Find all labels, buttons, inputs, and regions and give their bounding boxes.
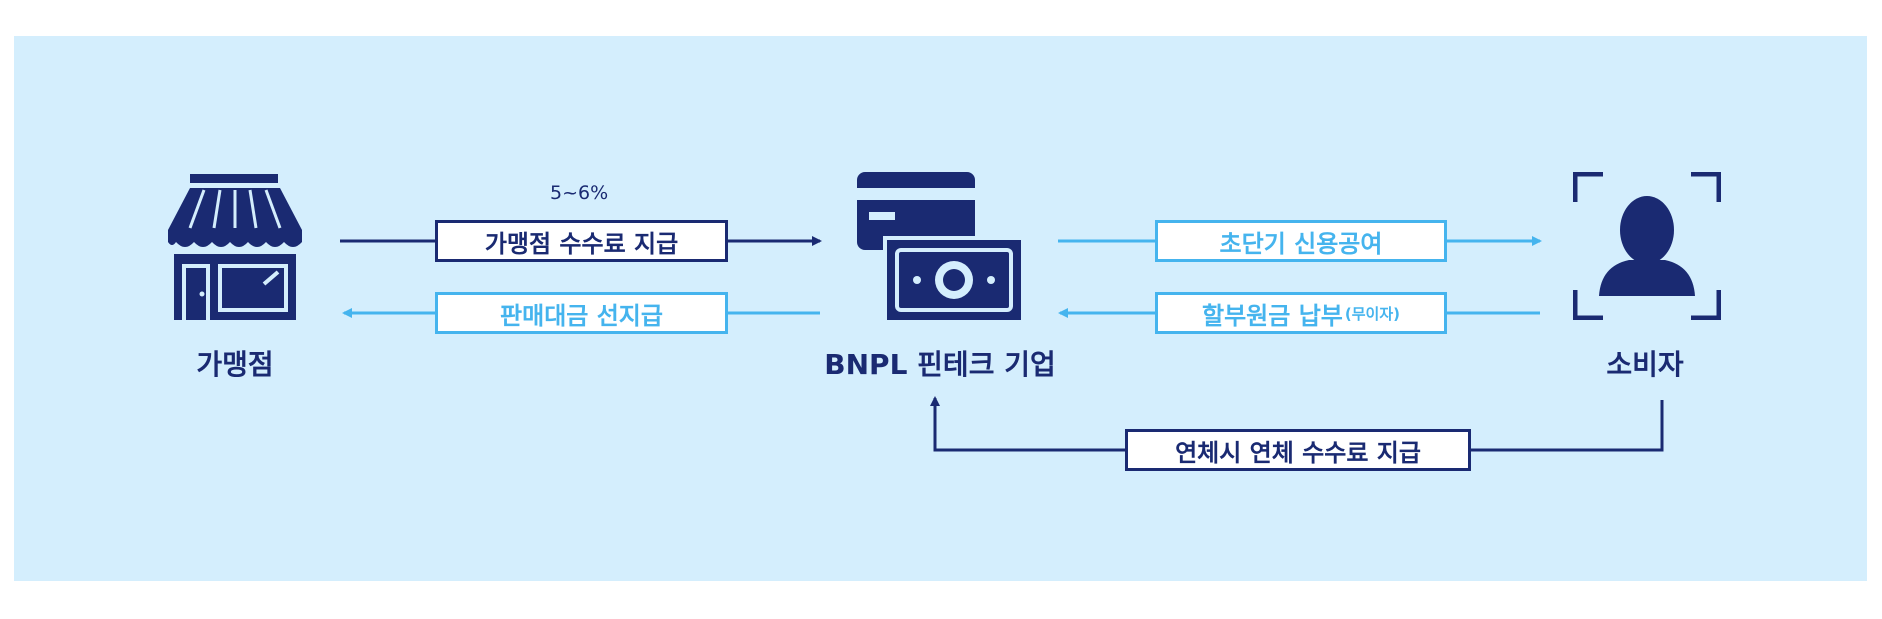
installment-box: 할부원금 납부(무이자): [1155, 292, 1447, 334]
advance-payment-label: 판매대금 선지급: [500, 301, 663, 330]
merchant-fee-label: 가맹점 수수료 지급: [484, 229, 679, 258]
consumer-label: 소비자: [1606, 348, 1684, 381]
merchant-fee-box: 가맹점 수수료 지급: [435, 220, 728, 262]
merchant-fee-rate: 5~6%: [550, 182, 609, 204]
installment-note: (무이자): [1344, 304, 1400, 323]
bnpl-company-label: BNPL 핀테크 기업: [824, 348, 1056, 381]
late-fee-box: 연체시 연체 수수료 지급: [1125, 429, 1471, 471]
short-term-credit-box: 초단기 신용공여: [1155, 220, 1447, 262]
card-and-cash-icon: [857, 172, 1023, 322]
merchant-label: 가맹점: [196, 348, 274, 381]
short-term-credit-label: 초단기 신용공여: [1219, 229, 1383, 258]
late-fee-label: 연체시 연체 수수료 지급: [1175, 438, 1421, 467]
advance-payment-box: 판매대금 선지급: [435, 292, 728, 334]
person-frame-icon: [1573, 172, 1721, 320]
storefront-icon: [168, 174, 302, 320]
installment-label: 할부원금 납부: [1202, 301, 1343, 330]
